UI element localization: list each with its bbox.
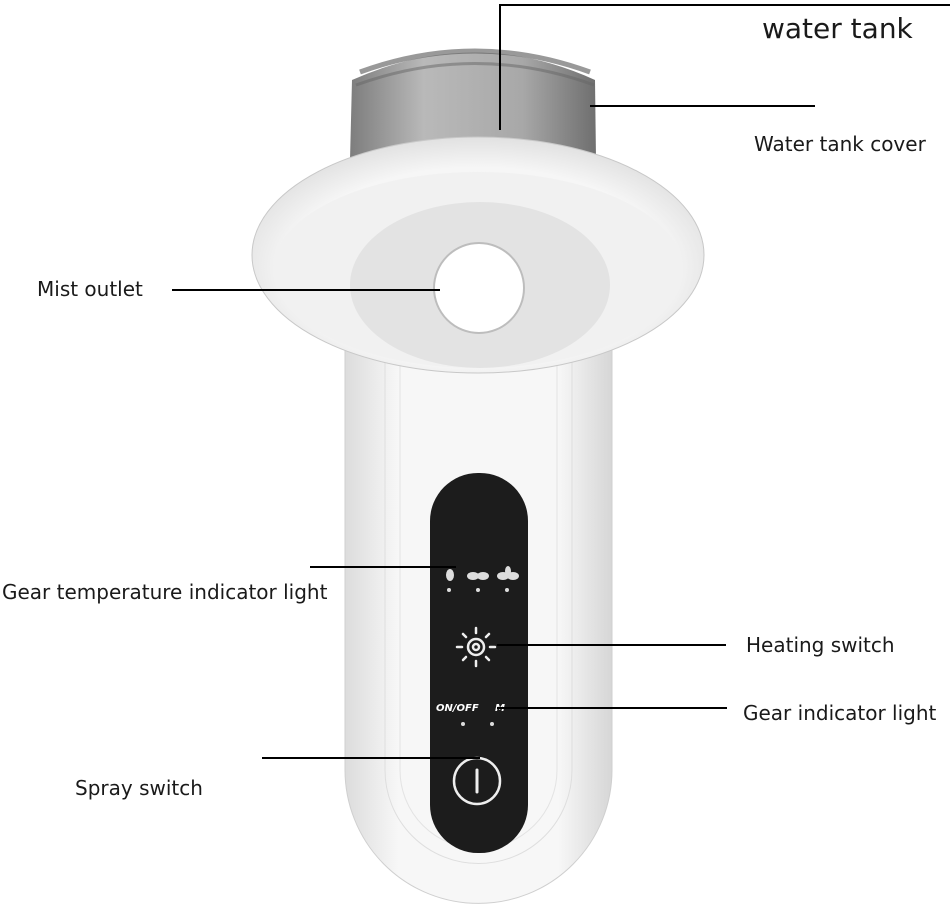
mist-outlet-hole [433,242,525,334]
leader-lines [172,4,950,759]
gear-temperature-indicator-label: Gear temperature indicator light [2,580,328,604]
mist-funnel [251,136,705,374]
heating-switch-label: Heating switch [746,633,895,657]
control-panel: ON/OFF M [430,473,528,853]
water-tank-label: water tank [762,12,913,45]
on-off-label: ON/OFF [436,703,479,714]
heating-sun-icon [455,626,497,668]
gear-indicator-light-label: Gear indicator light [743,701,937,725]
water-tank [350,48,596,160]
mist-outlet-label: Mist outlet [37,277,143,301]
leaf-icon [446,566,519,592]
spray-switch-label: Spray switch [75,776,203,800]
water-tank-cover-label: Water tank cover [754,132,926,156]
